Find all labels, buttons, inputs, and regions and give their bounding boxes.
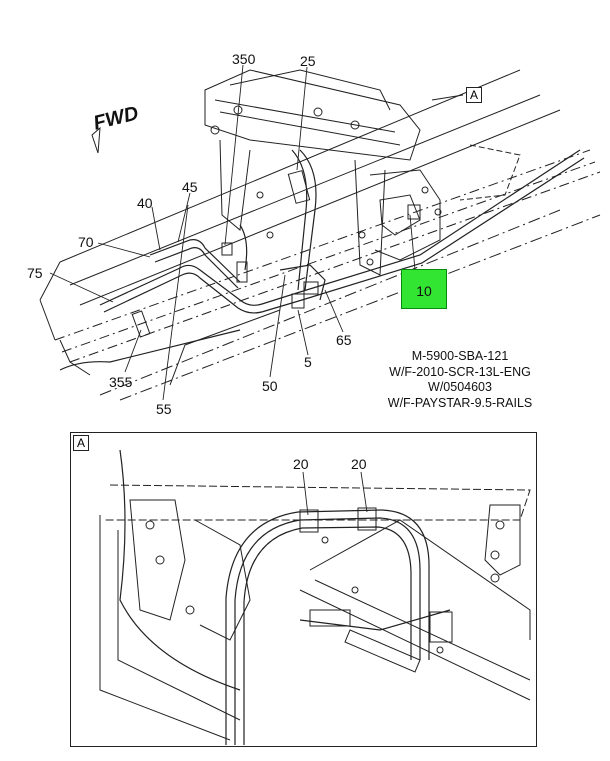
callout-25[interactable]: 25 (300, 53, 316, 69)
detail-lines (119, 449, 451, 745)
callout-65[interactable]: 65 (336, 332, 352, 348)
info-line: W/0504603 (428, 380, 492, 394)
detail-brackets (299, 507, 453, 673)
info-line: M-5900-SBA-121 (411, 349, 509, 363)
callout-75[interactable]: 75 (27, 265, 43, 281)
fwd-arrow-icon (91, 126, 101, 154)
callout-5[interactable]: 5 (304, 354, 312, 370)
callout-50[interactable]: 50 (262, 378, 278, 394)
callout-20-left[interactable]: 20 (293, 456, 309, 472)
info-line: W/F-2010-SCR-13L-ENG (389, 364, 531, 379)
info-line: W/F-PAYSTAR-9.5-RAILS (387, 395, 533, 410)
leader-lines-detail (302, 471, 368, 516)
lines-top (59, 149, 585, 371)
frame-rails (39, 69, 601, 401)
detail-view-a-frame: A (70, 432, 537, 747)
callout-45[interactable]: 45 (182, 179, 198, 195)
cross-member (204, 69, 521, 276)
callout-350[interactable]: 350 (232, 51, 256, 67)
highlighted-part-10[interactable]: 10 (401, 269, 447, 309)
leader-lines-top (49, 64, 464, 401)
callout-55[interactable]: 55 (156, 401, 172, 417)
detail-view-tag: A (73, 435, 89, 451)
callout-70[interactable]: 70 (78, 234, 94, 250)
drawing-info: M-5900-SBA-121 W/F-2010-SCR-13L-ENG W/05… (360, 349, 560, 411)
callout-20-right[interactable]: 20 (351, 456, 367, 472)
callout-355[interactable]: 355 (109, 374, 133, 390)
callout-40[interactable]: 40 (137, 195, 153, 211)
highlighted-part-label: 10 (416, 283, 432, 299)
detail-rails (99, 484, 531, 741)
clamps-top (131, 170, 421, 338)
view-a-reference-tag: A (466, 87, 482, 103)
